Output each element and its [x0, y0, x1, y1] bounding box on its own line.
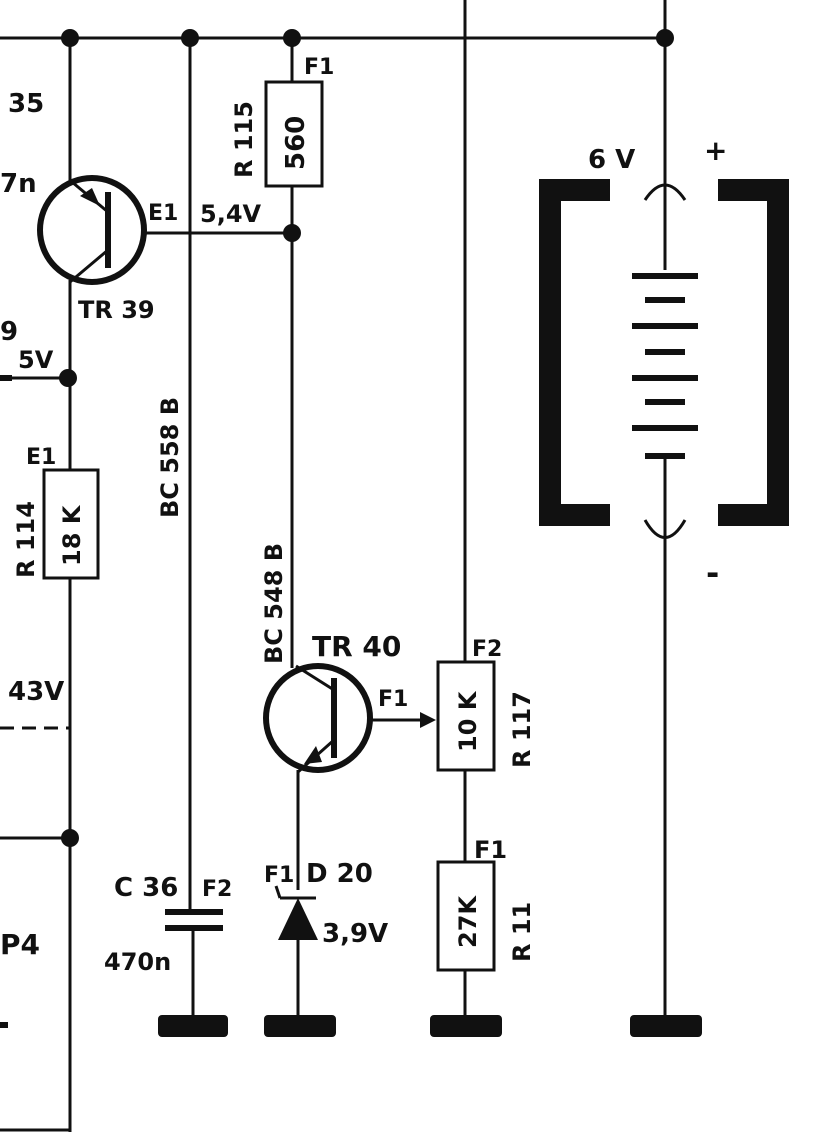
ground-symbol	[430, 1015, 502, 1037]
r11-pin-label: F1	[474, 836, 507, 864]
r114-name-label: R 114	[12, 501, 40, 578]
battery-minus-label: -	[706, 554, 719, 592]
bc558b-label: BC 558 B	[156, 397, 184, 518]
battery-voltage-label: 6 V	[588, 145, 635, 175]
c35-value-label: 7n	[0, 169, 37, 199]
d20-voltage-label: 3,9V	[322, 919, 388, 949]
r11-name-label: R 11	[508, 902, 536, 962]
battery-plus-label: +	[704, 134, 727, 167]
c36-pin-label: F2	[202, 877, 232, 902]
tr39-name-label: TR 39	[78, 296, 155, 324]
battery-holder	[539, 179, 789, 526]
junction-dot	[283, 224, 301, 242]
tr39-voltage-label: 5,4V	[200, 200, 262, 228]
resistor-r117	[436, 660, 496, 772]
r114-pin-label: E1	[26, 445, 56, 470]
r115-name-label: R 115	[230, 101, 258, 178]
r117-name-label: R 117	[508, 691, 536, 768]
transistor-tr39	[37, 175, 147, 285]
d20-name-label: D 20	[306, 859, 373, 889]
left-net-number-label: 9	[0, 317, 18, 347]
r115-value-label: 560	[281, 116, 311, 170]
p4-label: P4	[0, 928, 40, 961]
d20-pin-label: F1	[264, 863, 294, 888]
capacitor-c36	[165, 909, 223, 931]
battery-contact-top	[643, 183, 687, 201]
ground-symbol	[264, 1015, 336, 1037]
tr40-name-label: TR 40	[312, 630, 401, 663]
battery-contact-bottom	[643, 519, 687, 539]
c35-suffix-label: 35	[8, 89, 44, 119]
r114-value-label: 18 K	[58, 504, 86, 566]
left-net-voltage-label: 5V	[18, 346, 54, 374]
resistor-r115	[264, 80, 324, 188]
left-voltage-label: 43V	[8, 677, 64, 707]
tr40-f1-label: F1	[378, 687, 408, 712]
battery-cells	[632, 273, 698, 459]
c36-name-label: C 36	[114, 873, 178, 903]
r117-value-label: 10 K	[454, 690, 482, 752]
tr39-emitter-label: E1	[148, 201, 178, 226]
bc548b-label: BC 548 B	[260, 543, 288, 664]
transistor-tr40	[263, 663, 373, 774]
arrow-to-r117	[420, 712, 436, 728]
ground-symbol	[630, 1015, 702, 1037]
r11-value-label: 27K	[454, 895, 482, 948]
r117-pin-label: F2	[472, 637, 502, 662]
ground-symbol	[158, 1015, 228, 1037]
r115-pin-label: F1	[304, 55, 334, 80]
c36-value-label: 470n	[104, 948, 171, 976]
zener-diode-d20	[274, 885, 318, 940]
